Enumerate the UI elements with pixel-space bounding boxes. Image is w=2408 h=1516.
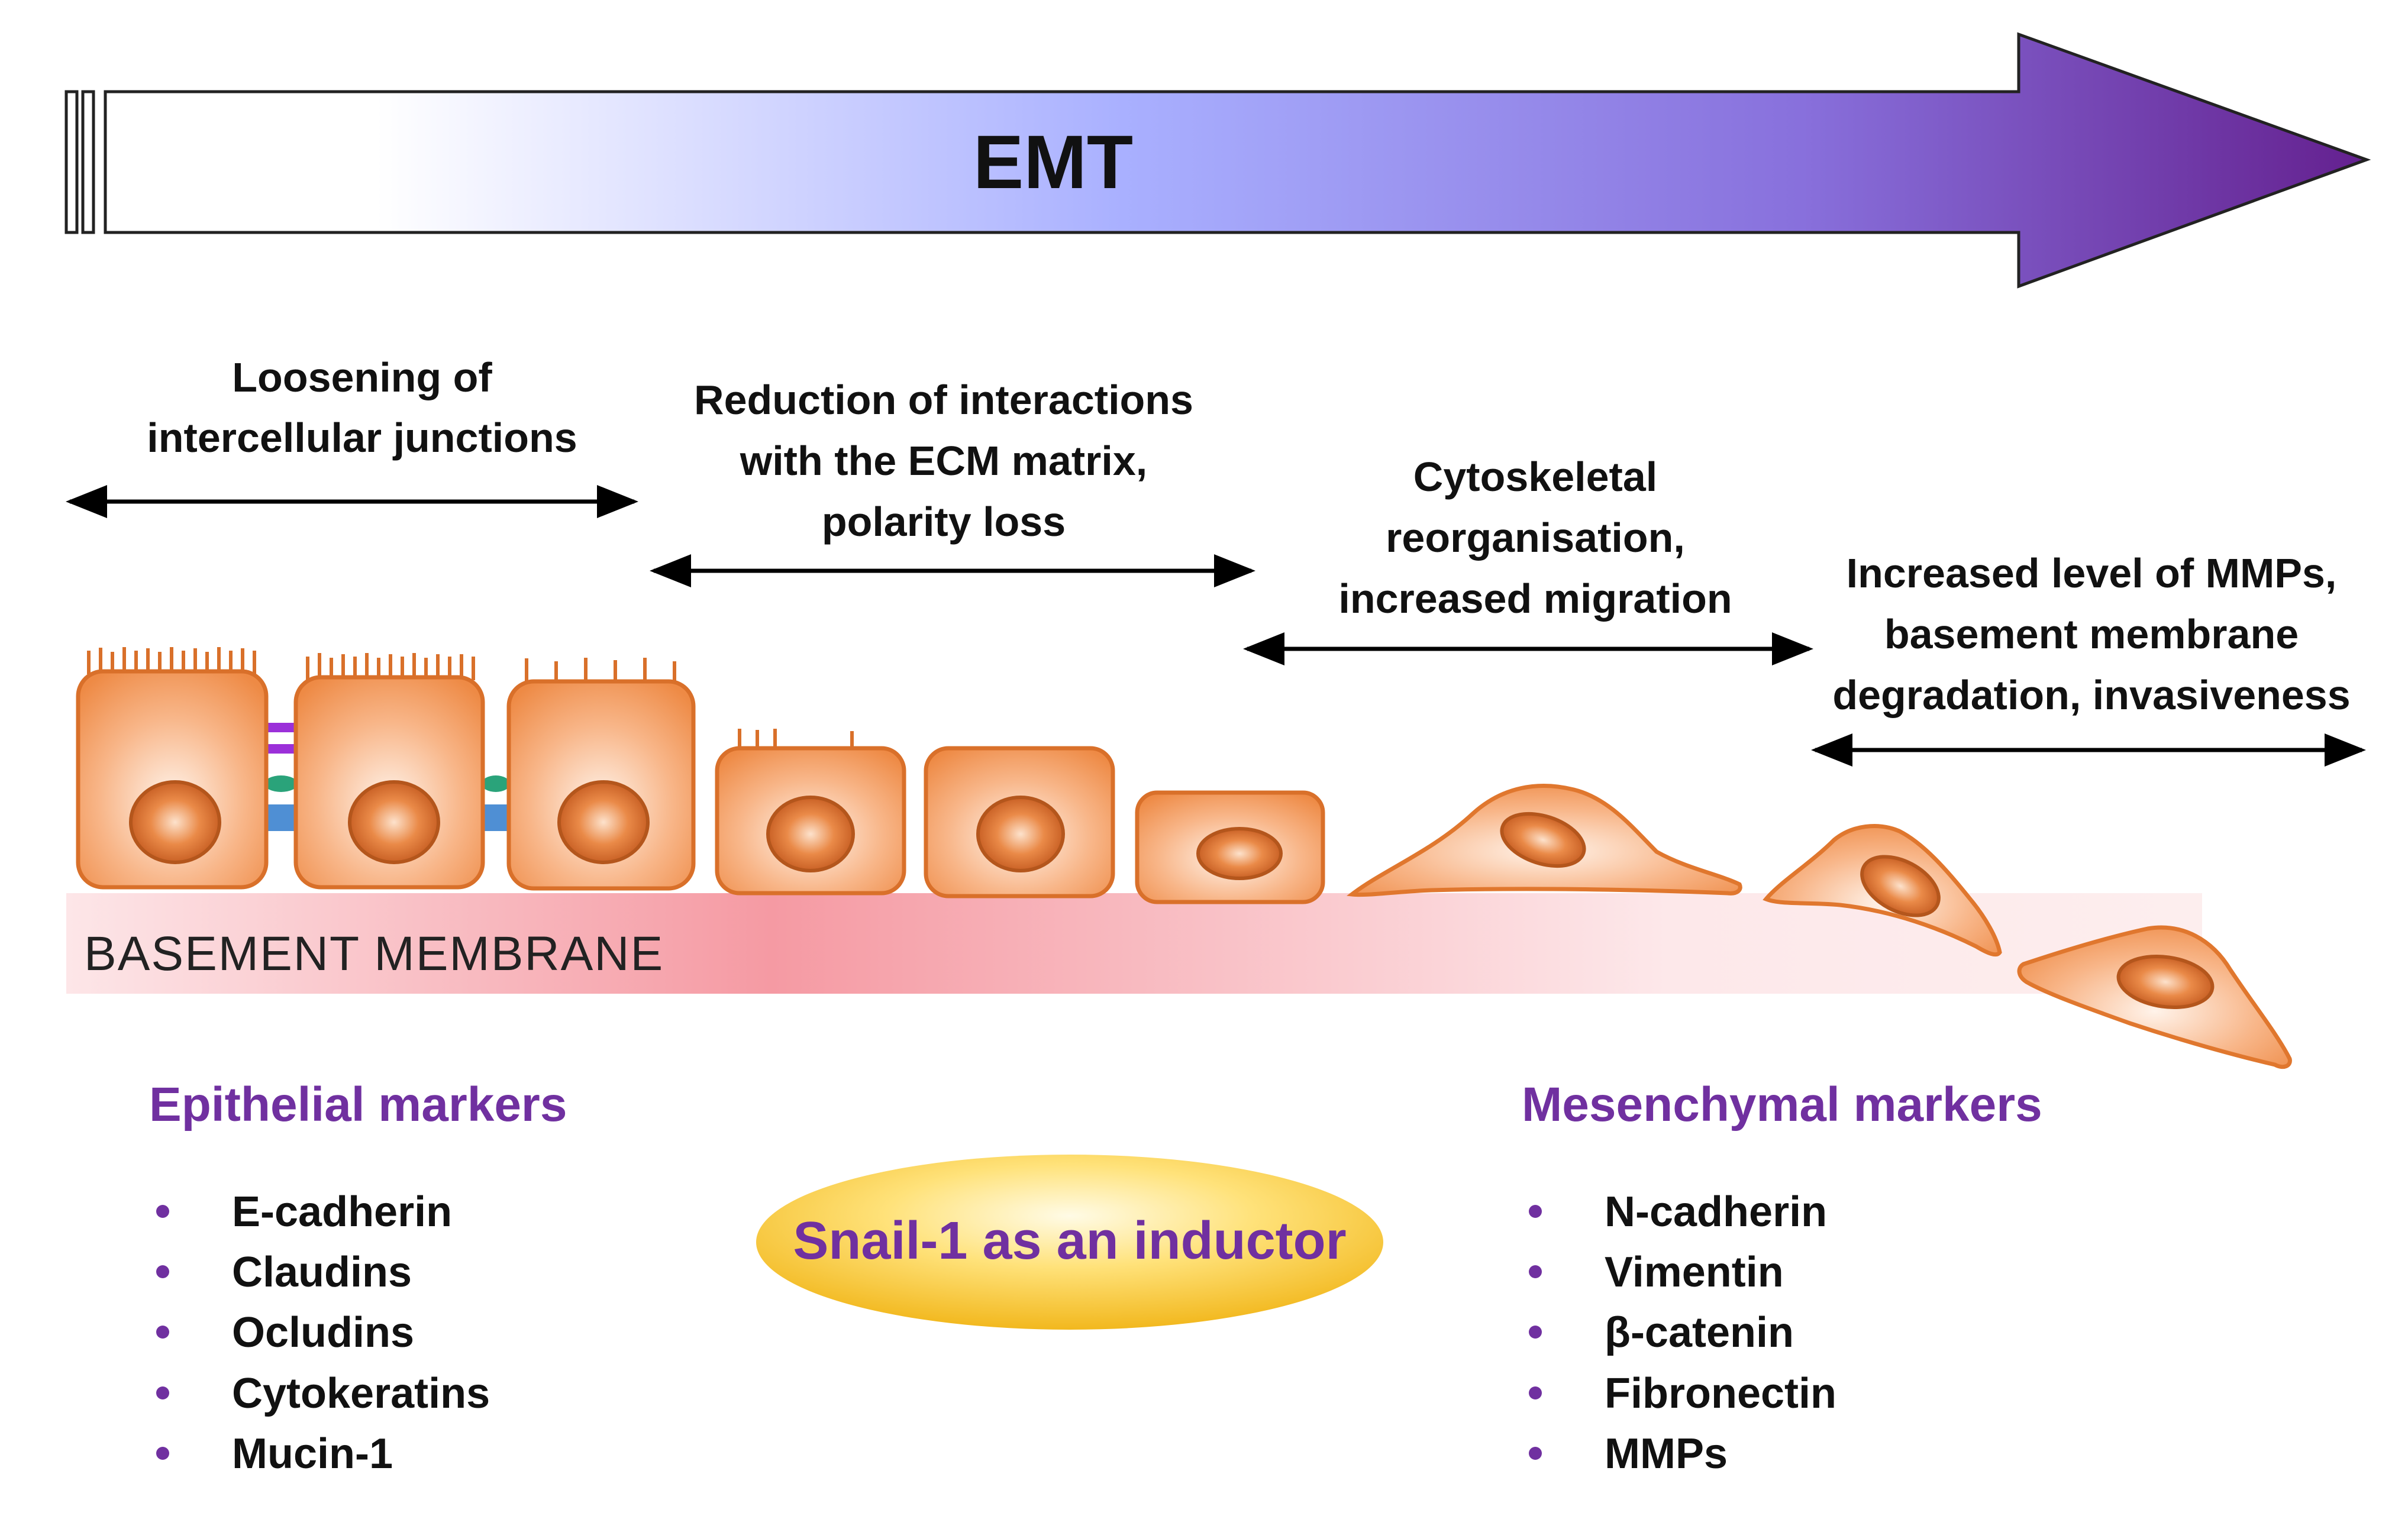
inductor-ellipse [756, 1155, 1383, 1330]
stage-3-line-3: increased migration [1338, 576, 1732, 622]
bullet-icon [156, 1447, 169, 1460]
mesenchymal-marker-4: Fibronectin [1605, 1370, 1836, 1417]
stage-label-2: Reduction of interactions with the ECM m… [694, 377, 1193, 545]
stage-label-3: Cytoskeletal reorganisation, increased m… [1338, 454, 1732, 622]
cell-9 [2017, 925, 2292, 1069]
stage-2-line-1: Reduction of interactions [694, 377, 1193, 423]
basement-membrane-label: BASEMENT MEMBRANE [84, 927, 664, 981]
epithelial-marker-5: Mucin-1 [232, 1430, 393, 1478]
cell-2 [293, 675, 485, 890]
nucleus-2 [348, 780, 440, 864]
nucleus-3 [557, 780, 650, 864]
cell-4 [715, 746, 906, 896]
stage-1-line-2: intercellular junctions [147, 415, 577, 461]
cell-5 [924, 746, 1115, 898]
stage-label-4: Increased level of MMPs, basement membra… [1832, 550, 2350, 718]
cell-8 [1763, 824, 2002, 957]
bullet-icon [1529, 1447, 1542, 1460]
inductor-label: Snail-1 as an inductor [793, 1211, 1346, 1271]
cilia-cell-2 [306, 653, 475, 680]
epithelial-marker-3: Ocludins [232, 1309, 414, 1356]
arrow-title: EMT [973, 120, 1133, 205]
mesenchymal-marker-5: MMPs [1605, 1430, 1728, 1478]
stage-4-line-3: degradation, invasiveness [1832, 672, 2350, 718]
epithelial-marker-1: E-cadherin [232, 1188, 452, 1236]
epithelial-marker-2: Claudins [232, 1249, 412, 1296]
bullet-icon [1529, 1386, 1542, 1399]
inductor-badge: Snail-1 as an inductor [756, 1155, 1383, 1330]
nucleus-7 [1500, 812, 1586, 868]
stage-2-line-2: with the ECM matrix, [740, 438, 1147, 484]
arrow-tail-stripe-1 [64, 90, 79, 234]
bullet-icon [1529, 1265, 1542, 1278]
arrow-tail-stripe-2 [81, 90, 95, 234]
stage-3-line-1: Cytoskeletal [1413, 454, 1657, 500]
bullet-icon [1529, 1326, 1542, 1339]
junction-2 [482, 775, 510, 831]
nucleus-8 [1860, 855, 1941, 917]
epithelial-markers-list: E-cadherin Claudins Ocludins Cytokeratin… [156, 1188, 490, 1478]
stage-label-1: Loosening of intercellular junctions [147, 354, 577, 461]
mesenchymal-markers: Mesenchymal markers N-cadherin Vimentin … [1522, 1078, 2042, 1478]
stage-1-line-1: Loosening of [232, 354, 492, 400]
cell-6 [1135, 790, 1325, 904]
stage-4-line-1: Increased level of MMPs, [1847, 550, 2337, 596]
stage-2-line-3: polarity loss [822, 499, 1066, 545]
bullet-icon [156, 1326, 169, 1339]
basement-membrane-band [66, 893, 2202, 994]
basement-membrane: BASEMENT MEMBRANE [66, 893, 2202, 994]
epithelial-marker-4: Cytokeratins [232, 1370, 490, 1417]
mesenchymal-markers-list: N-cadherin Vimentin β-catenin Fibronecti… [1529, 1188, 1836, 1478]
arrow-body [104, 32, 2371, 289]
bullet-icon [156, 1386, 169, 1399]
junction-1 [264, 723, 298, 831]
cell-3 [506, 679, 696, 891]
emt-arrow: EMT [64, 32, 2371, 289]
epithelial-markers: Epithelial markers E-cadherin Claudins O… [149, 1078, 567, 1478]
bullet-icon [1529, 1205, 1542, 1218]
nucleus-1 [129, 780, 221, 864]
mesenchymal-marker-1: N-cadherin [1605, 1188, 1827, 1236]
mesenchymal-marker-3: β-catenin [1605, 1309, 1794, 1356]
cells [76, 647, 2292, 1069]
cell-7 [1347, 784, 1742, 897]
nucleus-5 [976, 796, 1065, 872]
nucleus-4 [766, 796, 855, 872]
bullet-icon [156, 1265, 169, 1278]
cilia-cell-1 [87, 647, 256, 674]
nucleus-9 [2116, 954, 2215, 1010]
bullet-icon [156, 1205, 169, 1218]
epithelial-markers-title: Epithelial markers [149, 1078, 567, 1132]
cell-1 [76, 669, 269, 890]
mesenchymal-markers-title: Mesenchymal markers [1522, 1078, 2042, 1132]
cilia-cell-3 [525, 658, 676, 685]
nucleus-6 [1196, 827, 1283, 880]
stage-4-line-2: basement membrane [1884, 611, 2299, 657]
cilia-cell-4 [738, 729, 854, 751]
stage-3-line-2: reorganisation, [1386, 515, 1685, 561]
mesenchymal-marker-2: Vimentin [1605, 1249, 1784, 1296]
